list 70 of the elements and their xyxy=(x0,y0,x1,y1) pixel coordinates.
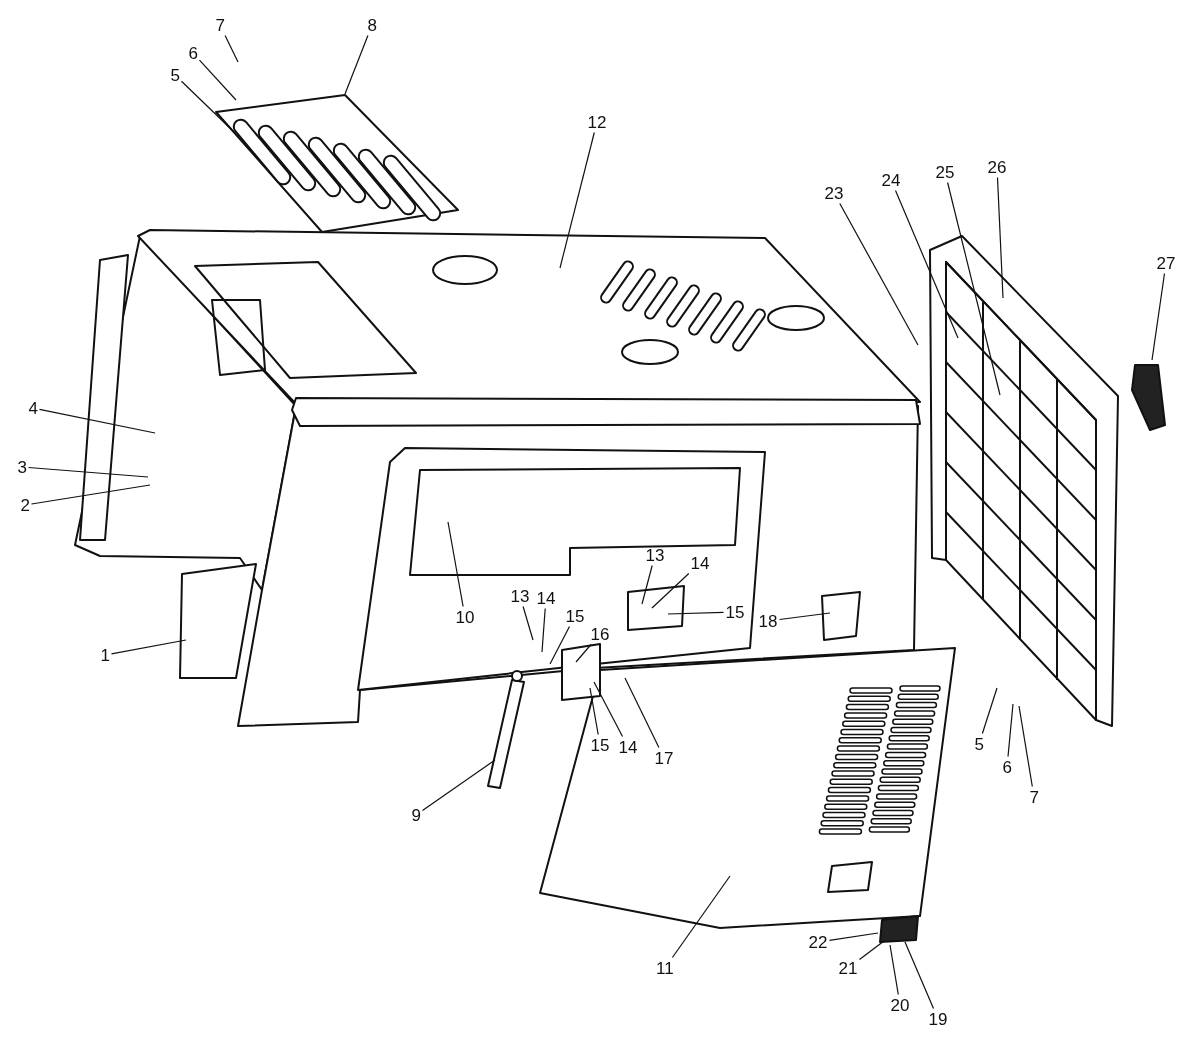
leader-line xyxy=(447,521,464,608)
callout-number: 27 xyxy=(1155,253,1177,273)
leader-line xyxy=(889,944,899,996)
leader-line xyxy=(1007,703,1014,758)
leader-line xyxy=(180,80,235,133)
leader-line xyxy=(30,484,151,505)
leader-line xyxy=(778,612,831,621)
callout-number: 18 xyxy=(757,611,779,631)
callout-number: 8 xyxy=(366,15,378,35)
callout-number: 5 xyxy=(973,734,985,754)
callout-number: 25 xyxy=(934,162,956,182)
leader-line xyxy=(667,611,725,615)
leader-line xyxy=(981,687,998,735)
callout-number: 6 xyxy=(187,43,199,63)
leader-line xyxy=(589,687,599,736)
callout-number: 10 xyxy=(454,607,476,627)
callout-number: 13 xyxy=(644,545,666,565)
callout-number: 5 xyxy=(169,65,181,85)
callout-number: 3 xyxy=(16,457,28,477)
callout-number: 1 xyxy=(99,645,111,665)
leader-line xyxy=(947,181,1001,396)
callout-number: 14 xyxy=(689,553,711,573)
callout-number: 7 xyxy=(1028,787,1040,807)
callout-number: 22 xyxy=(807,932,829,952)
callout-number: 14 xyxy=(617,737,639,757)
leader-line xyxy=(575,643,592,663)
leader-line xyxy=(651,572,690,609)
leader-line xyxy=(110,639,187,655)
leader-line xyxy=(828,932,879,941)
leader-line xyxy=(344,34,369,95)
leader-line xyxy=(559,131,595,269)
leader-line xyxy=(858,940,885,960)
callout-number: 2 xyxy=(19,495,31,515)
callout-number: 23 xyxy=(823,183,845,203)
callout-number: 15 xyxy=(724,602,746,622)
leader-line xyxy=(624,677,660,749)
callout-number: 24 xyxy=(880,170,902,190)
leader-line xyxy=(421,759,496,812)
leader-line xyxy=(549,625,571,665)
leader-line xyxy=(894,189,959,339)
leader-line xyxy=(1151,272,1166,361)
leader-line xyxy=(224,34,239,63)
leader-line xyxy=(996,176,1004,299)
callout-number: 15 xyxy=(589,735,611,755)
callout-number: 26 xyxy=(986,157,1008,177)
leader-line xyxy=(38,408,156,434)
leader-line xyxy=(198,59,237,101)
callout-number: 20 xyxy=(889,995,911,1015)
leader-line xyxy=(641,564,653,605)
callout-number: 12 xyxy=(586,112,608,132)
callout-number: 16 xyxy=(589,624,611,644)
leader-line xyxy=(1018,705,1033,788)
leader-line xyxy=(27,466,149,478)
callout-number: 6 xyxy=(1001,757,1013,777)
callout-number: 19 xyxy=(927,1009,949,1029)
callout-number: 7 xyxy=(214,15,226,35)
callout-number: 15 xyxy=(564,606,586,626)
leader-line xyxy=(593,681,624,738)
leader-line xyxy=(541,607,546,653)
callout-number: 14 xyxy=(535,588,557,608)
leader-line xyxy=(671,875,731,959)
leader-line xyxy=(839,202,919,346)
callout-number: 17 xyxy=(653,748,675,768)
callout-number: 11 xyxy=(655,958,675,978)
leader-line xyxy=(522,605,534,641)
callout-number: 9 xyxy=(410,805,422,825)
callout-number: 21 xyxy=(837,958,859,978)
leader-line xyxy=(904,941,935,1010)
callout-number: 4 xyxy=(27,398,39,418)
callout-number: 13 xyxy=(509,586,531,606)
